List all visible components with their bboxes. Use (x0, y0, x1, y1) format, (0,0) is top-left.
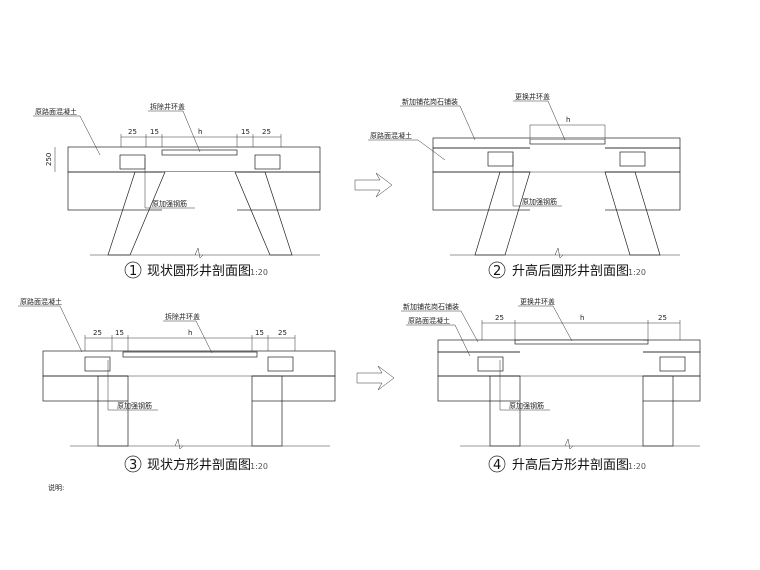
dim-label: 15 (150, 128, 159, 136)
section-scale: 1:20 (250, 462, 268, 471)
dim-label: 25 (495, 314, 504, 322)
right-arrow (356, 365, 395, 391)
well-wall-left (107, 171, 166, 256)
dim-label: 15 (115, 329, 124, 337)
rebar-box-left (477, 356, 504, 372)
manhole-cover (529, 138, 606, 145)
granite-label: 新加铺花岗石铺装 (402, 97, 458, 106)
well-wall-right (251, 375, 283, 447)
well-wall-left (489, 375, 521, 447)
rebar-label: 原加强钢筋 (509, 401, 544, 410)
rebar-box-right (254, 154, 281, 170)
section-2-round-well-raised: h 新加铺花岗石铺装 更换井环盖 原路面混凝土 原加强钢筋 2 升高后圆形井剖面… (368, 92, 681, 279)
rebar-box-left (84, 356, 111, 372)
break-line (194, 247, 204, 259)
well-opening (128, 353, 252, 403)
rebar-label: 原加强钢筋 (117, 401, 152, 410)
rebar-box-right (659, 356, 686, 372)
rebar-box-left (487, 151, 514, 167)
cover-label: 拆除井环盖 (150, 102, 185, 111)
dim-label: h (580, 314, 584, 322)
rebar-box-left (119, 154, 146, 170)
manhole-cover (122, 351, 258, 358)
manhole-cover (161, 149, 238, 156)
section-number: 3 (129, 458, 137, 473)
dim-label: 25 (658, 314, 667, 322)
section-number: 2 (493, 264, 501, 279)
rebar-box-right (619, 151, 646, 167)
break-line (174, 438, 184, 450)
dim-label: 25 (278, 329, 287, 337)
break-line (564, 438, 574, 450)
pavement-label: 原路面混凝土 (35, 107, 77, 116)
dimension-line: 25 15 h 15 25 (84, 329, 296, 351)
section-scale: 1:20 (250, 268, 268, 277)
section-number-circle (124, 261, 142, 279)
dim-label: h (188, 329, 192, 337)
section-4-square-well-raised: 25 h 25 新加铺花岗石铺装 原路面混凝土 更换井环盖 原加强钢筋 4 升高… (401, 297, 701, 473)
dimension-line: 25 15 h 15 25 250 (45, 128, 282, 172)
cover-label: 更换井环盖 (515, 92, 550, 101)
section-title: 升高后方形井剖面图 (512, 457, 629, 473)
dim-label: h (566, 116, 570, 124)
pavement-concrete-layer (67, 146, 321, 173)
section-title: 升高后圆形井剖面图 (512, 263, 629, 279)
well-wall-left (97, 375, 129, 447)
rebar-label: 原加强钢筋 (152, 199, 187, 208)
break-line (554, 247, 564, 259)
well-wall-left (474, 171, 531, 256)
dim-label: 25 (262, 128, 271, 136)
well-opening (162, 172, 237, 212)
section-number-circle (124, 455, 142, 473)
section-scale: 1:20 (628, 462, 646, 471)
dim-label: 25 (93, 329, 102, 337)
dim-label: 25 (128, 128, 137, 136)
pavement-label: 原路面混凝土 (20, 297, 62, 306)
cover-label: 更换井环盖 (520, 297, 555, 306)
pavement-label: 原路面混凝土 (370, 131, 412, 140)
well-wall-right (234, 171, 293, 256)
dim-label: 15 (255, 329, 264, 337)
well-wall-right (604, 171, 661, 256)
well-opening (530, 138, 605, 212)
well-wall-right (642, 375, 674, 447)
section-number-circle (488, 261, 506, 279)
rebar-label: 原加强钢筋 (522, 197, 557, 206)
section-title: 现状方形井剖面图 (147, 457, 251, 473)
dim-label: 15 (241, 128, 250, 136)
right-arrow (354, 172, 393, 198)
dim-label: h (198, 128, 202, 136)
section-number: 1 (129, 264, 137, 279)
dimension-line: 25 h 25 (481, 314, 681, 340)
rebar-box-right (267, 356, 294, 372)
thickness-label: 250 (45, 153, 53, 166)
manhole-cover (514, 339, 649, 345)
cover-label: 拆除井环盖 (165, 312, 200, 321)
section-1-round-well-existing: 25 15 h 15 25 250 原路面混凝土 拆除井环盖 原加强钢筋 1 现… (33, 102, 321, 279)
section-3-square-well-existing: 25 15 h 15 25 原路面混凝土 拆除井环盖 原加强钢筋 3 现状方形井… (18, 297, 336, 492)
section-number: 4 (493, 458, 501, 473)
pavement-label: 原路面混凝土 (408, 316, 450, 325)
well-opening (520, 340, 643, 403)
granite-label: 新加铺花岗石铺装 (403, 302, 459, 311)
notes-label: 说明: (48, 483, 64, 492)
section-title: 现状圆形井剖面图 (147, 264, 251, 279)
section-scale: 1:20 (628, 268, 646, 277)
section-number-circle (488, 455, 506, 473)
